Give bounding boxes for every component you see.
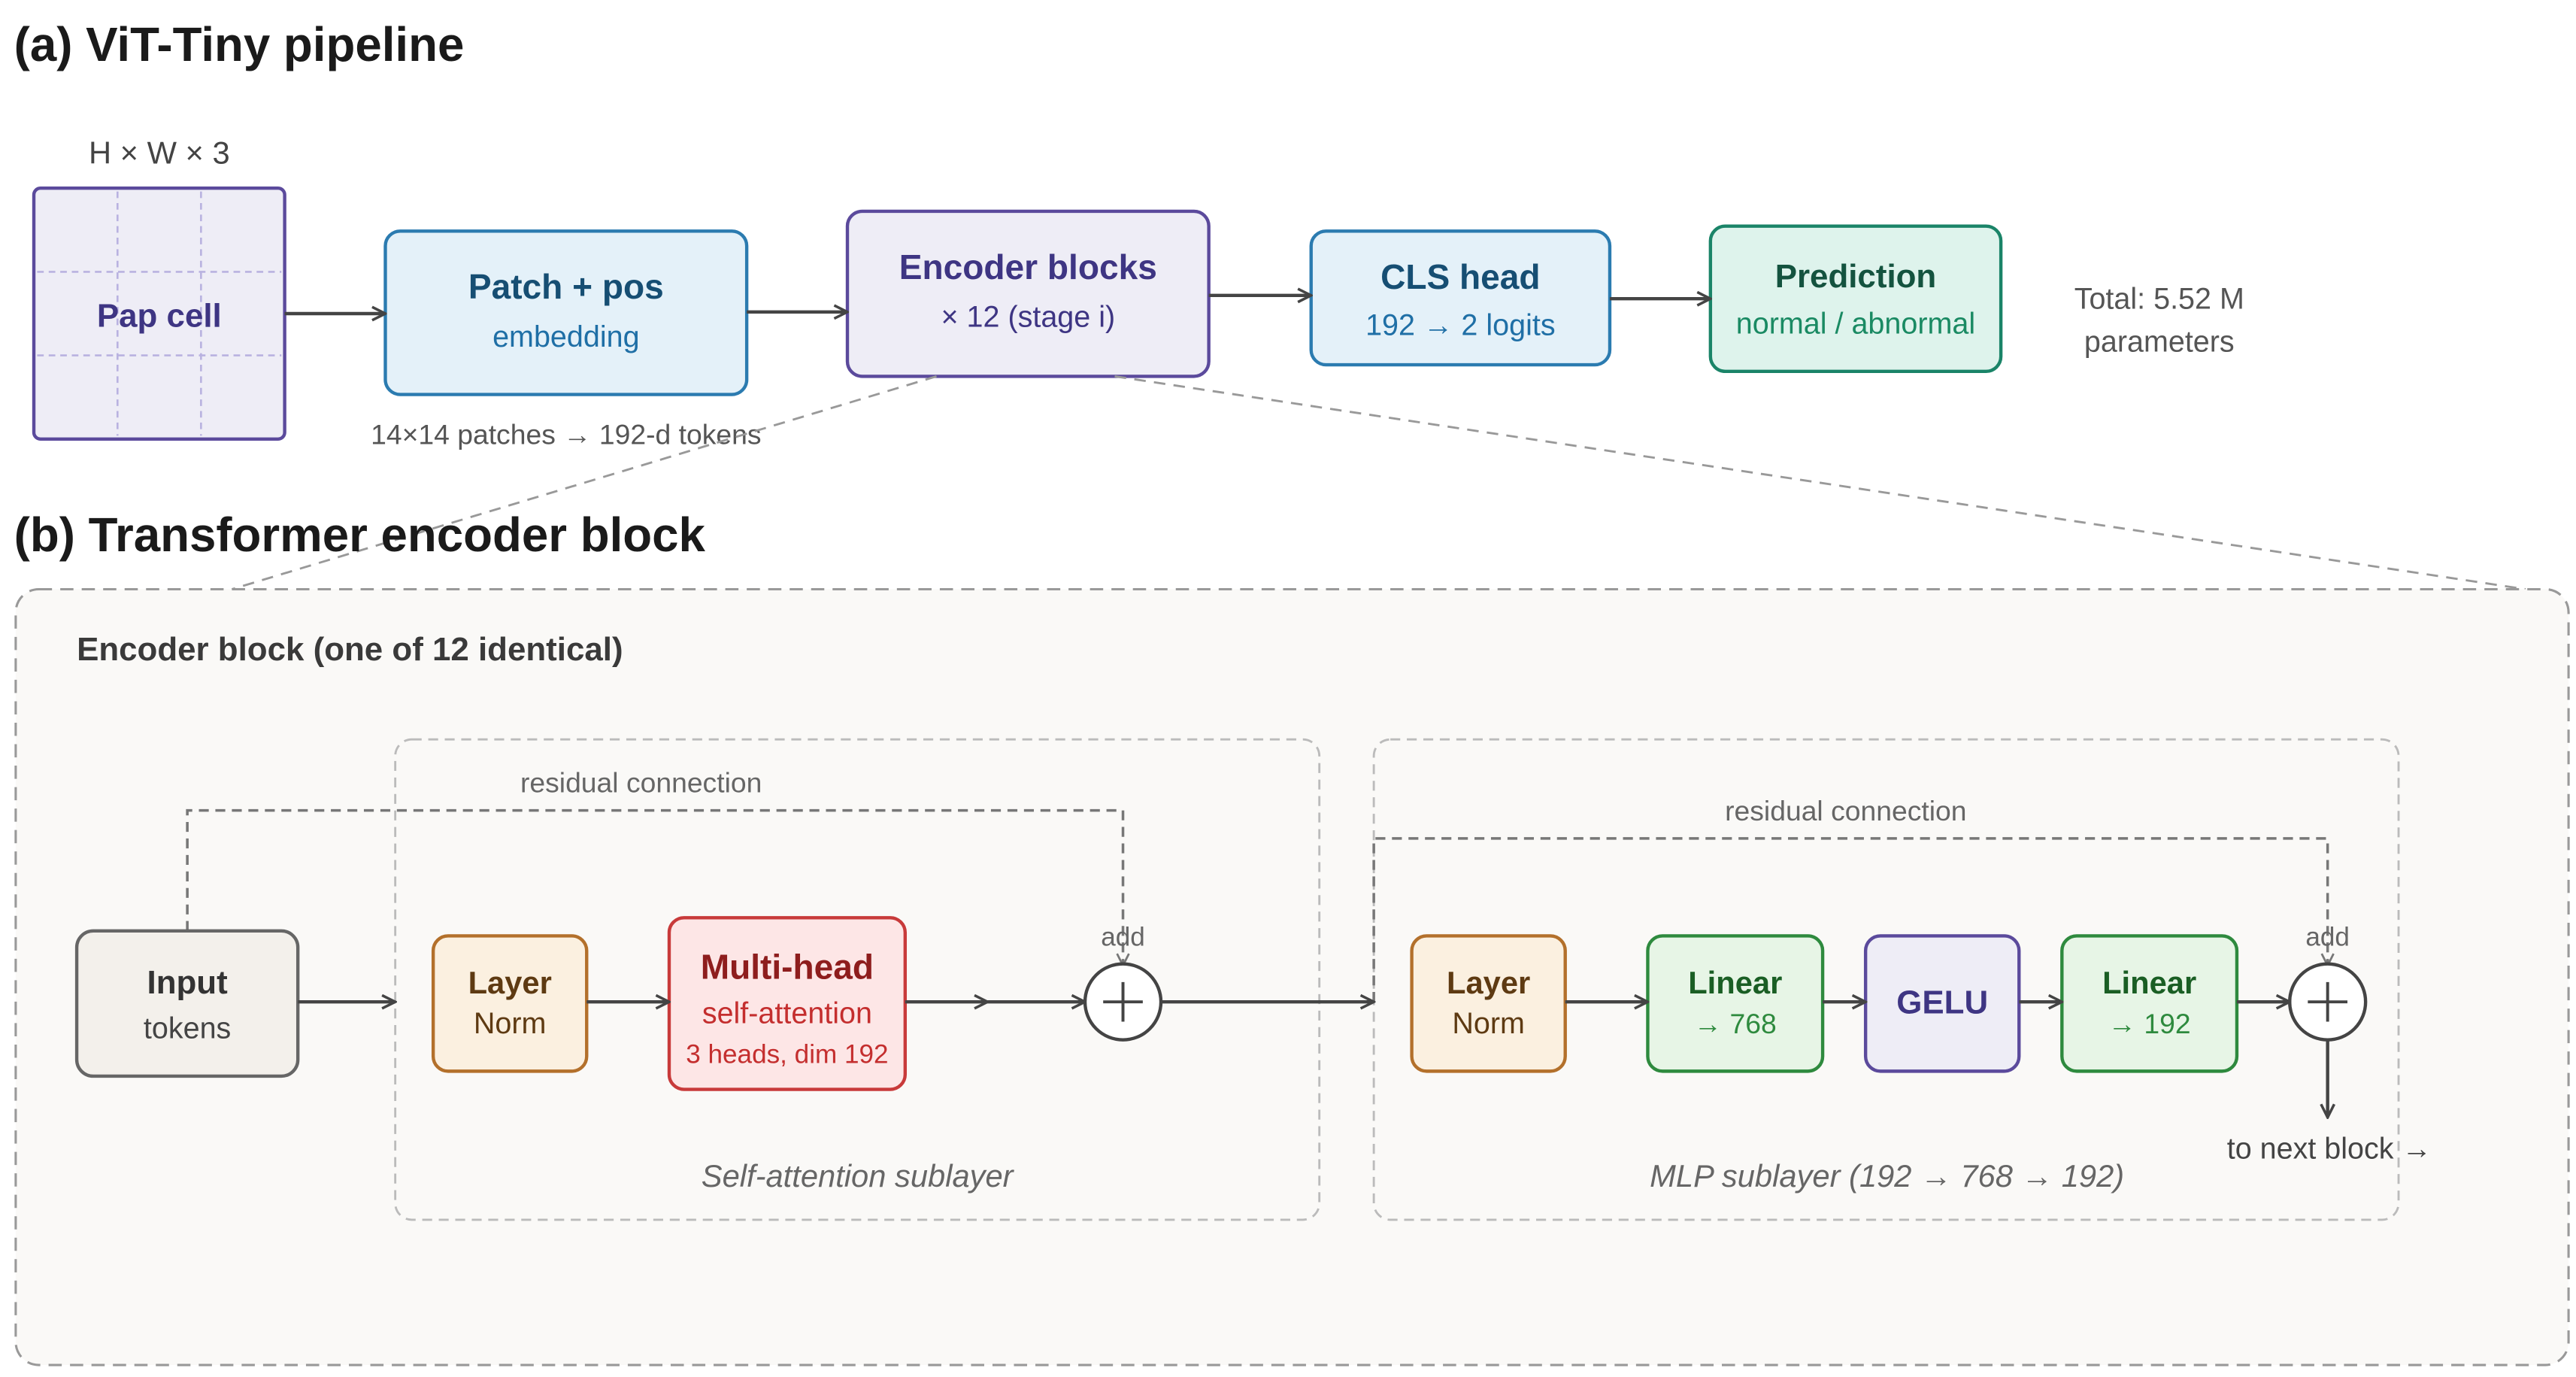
linear-192-node: Linear → 192: [2060, 934, 2239, 1073]
gelu-node: GELU: [1863, 934, 2021, 1073]
self-attention-sublayer-box: [394, 738, 1321, 1221]
add-label-2: add: [2305, 923, 2350, 952]
layer-norm-1-sub: Norm: [474, 1007, 547, 1040]
prediction-node: Prediction normal / abnormal: [1708, 224, 2003, 374]
layer-norm-1-node: Layer Norm: [431, 934, 589, 1073]
multi-head-attention-node: Multi-head self-attention 3 heads, dim 1…: [667, 916, 908, 1091]
patch-note: 14×14 patches → 192-d tokens: [371, 418, 761, 450]
mha-sub: self-attention: [702, 997, 872, 1030]
layer-norm-2-node: Layer Norm: [1410, 934, 1567, 1073]
patch-embedding-title: Patch + pos: [468, 267, 664, 306]
encoder-block-container: [14, 587, 2570, 1366]
patch-embedding-node: Patch + pos embedding: [383, 229, 749, 396]
linear-192-title: Linear: [2102, 965, 2196, 1000]
prediction-sub: normal / abnormal: [1736, 307, 1975, 340]
input-tokens-node: Input tokens: [74, 929, 300, 1078]
prediction-title: Prediction: [1775, 258, 1937, 295]
layer-norm-2-sub: Norm: [1452, 1007, 1525, 1040]
encoder-block-label: Encoder block (one of 12 identical): [77, 631, 623, 668]
panel-b-title: (b) Transformer encoder block: [14, 508, 706, 562]
patch-grid: [37, 191, 282, 436]
encoder-flow-arrows: [298, 1002, 2327, 1118]
patch-embedding-sub: embedding: [492, 320, 639, 353]
mha-title: Multi-head: [701, 947, 874, 986]
residual-label-2: residual connection: [1725, 795, 1966, 827]
pap-cell-label: Pap cell: [97, 298, 222, 335]
add-node-1: [1083, 962, 1163, 1042]
encoder-blocks-node: Encoder blocks × 12 (stage i): [845, 209, 1211, 378]
gelu-label: GELU: [1896, 984, 1988, 1021]
total-params-line2: parameters: [2084, 325, 2235, 358]
panel-a-title: (a) ViT-Tiny pipeline: [14, 18, 465, 71]
linear-768-sub: → 768: [1694, 1008, 1777, 1039]
residual-path-2: [1372, 837, 2328, 1002]
linear-768-node: Linear → 768: [1646, 934, 1825, 1073]
add-node-2: [2287, 962, 2368, 1042]
total-params-line1: Total: 5.52 M: [2074, 282, 2244, 315]
next-block-label: to next block →: [2227, 1133, 2432, 1166]
input-tokens-sub: tokens: [144, 1012, 231, 1045]
pap-cell-input: Pap cell: [32, 187, 286, 441]
residual-label-1: residual connection: [520, 766, 762, 798]
input-tokens-title: Input: [147, 964, 229, 1001]
encoder-blocks-sub: × 12 (stage i): [941, 301, 1116, 334]
cls-head-title: CLS head: [1380, 257, 1541, 296]
encoder-blocks-title: Encoder blocks: [899, 247, 1157, 287]
linear-192-sub: → 192: [2108, 1008, 2191, 1039]
pipeline-arrows: [284, 296, 1711, 314]
add-label-1: add: [1101, 923, 1145, 952]
layer-norm-2-title: Layer: [1447, 965, 1530, 1000]
linear-768-title: Linear: [1688, 965, 1782, 1000]
self-attention-sublayer-label: Self-attention sublayer: [702, 1158, 1015, 1194]
zoom-lines: [231, 375, 2526, 590]
mha-detail: 3 heads, dim 192: [686, 1039, 888, 1069]
input-dims-label: H × W × 3: [89, 135, 230, 170]
layer-norm-1-title: Layer: [468, 965, 552, 1000]
cls-head-node: CLS head 192 → 2 logits: [1309, 229, 1612, 367]
cls-head-sub: 192 → 2 logits: [1365, 309, 1556, 342]
mlp-sublayer-label: MLP sublayer (192 → 768 → 192): [1650, 1158, 2124, 1194]
